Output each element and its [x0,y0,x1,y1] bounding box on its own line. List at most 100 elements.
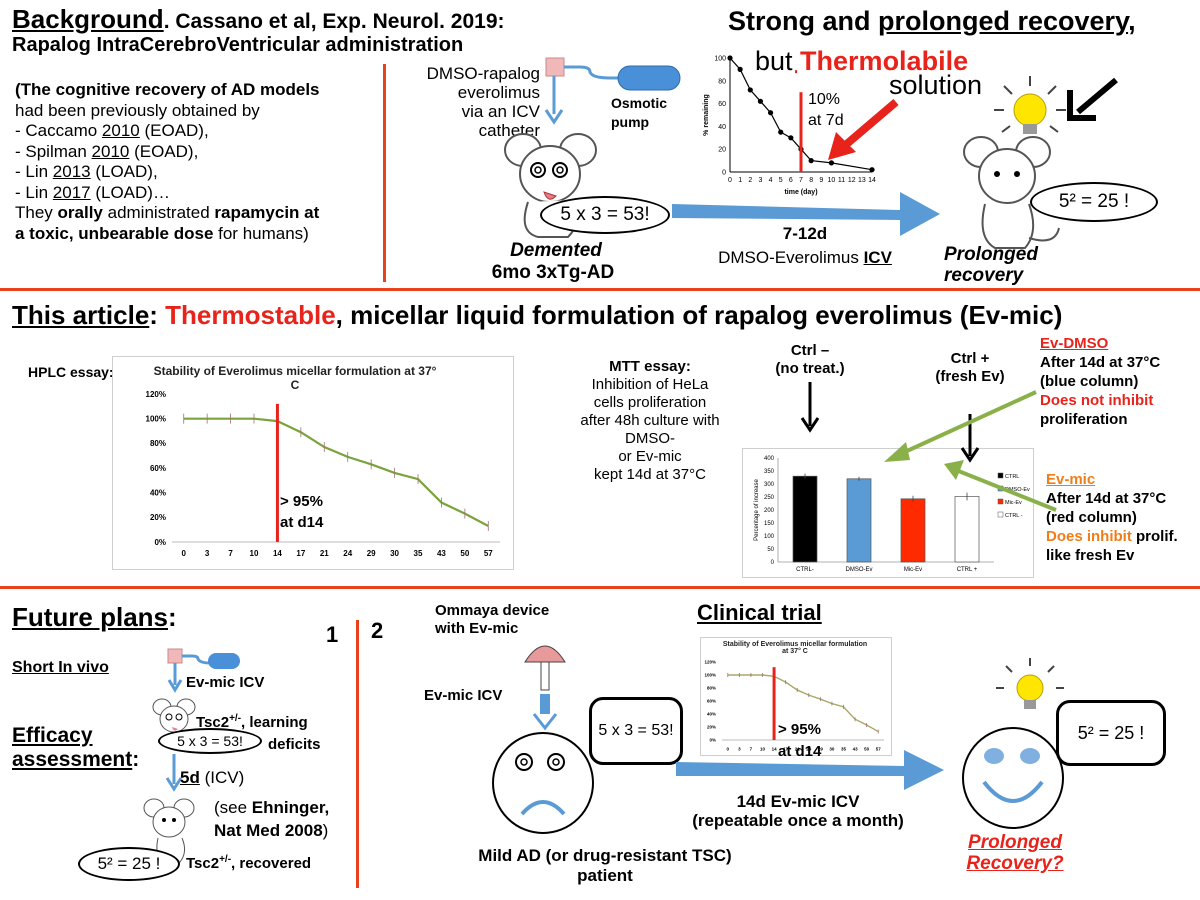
mtt-chart-panel [742,448,1034,578]
treatment-arrow-icon [672,192,940,236]
y-tick-label: 40% [150,488,166,497]
hplc-label: HPLC essay: [28,364,114,380]
x-tick-label: 30 [390,549,399,558]
x-tick-label: 12 [848,177,856,184]
legend-swatch [997,511,1004,518]
sad-face-icon [492,732,594,834]
y-tick-label: 60% [150,464,166,473]
y-tick-label: 0 [771,560,775,566]
x-tick-label: 24 [343,549,352,558]
y-tick-label: 80% [150,439,166,448]
study-item: - Lin 2013 (LOAD), [15,162,158,181]
black-arrow-icon [1067,77,1118,121]
sad-speech-bubble: 5 x 3 = 53! [589,697,683,765]
day14-marker [275,403,279,542]
legend-label: CTRL - [1005,513,1023,519]
ctrl-negative-arrow-icon [800,382,820,433]
deficit-speech-bubble: 5 x 3 = 53! [158,728,262,754]
x-tick-label: 5 [779,177,783,184]
study-item: - Spilman 2010 (EOAD), [15,141,199,161]
mtt-description: MTT essay: Inhibition of HeLa cells prol… [580,358,720,483]
osmotic-pump-icon [544,57,681,125]
happy-speech-bubble: 5² = 25 ! [1056,700,1166,766]
x-tick-label: 17 [783,747,789,752]
article-title: This article: Thermostable, micellar liq… [12,300,1063,330]
x-tick-label: 29 [818,747,824,752]
ev-dmso-arrow-icon [884,390,1037,462]
x-tick-label: 24 [806,747,812,752]
x-tick-label: CTRL- [796,567,814,573]
x-tick-label: DMSO-Ev [846,567,873,573]
x-tick-label: 29 [367,549,376,558]
patient-label: Mild AD (or drug-resistant TSC) patient [478,846,732,885]
legend-label: CTRL [1005,474,1019,480]
legend-label: DMSO-Ev [1005,487,1030,493]
prior-studies-note: (The cognitive recovery of AD models had… [15,80,385,244]
mini-pump-icon [167,648,240,693]
inset-chart-title: Stability of Everolimus micellar formula… [722,641,868,655]
x-tick-label: 10 [828,177,836,184]
x-tick-label: 21 [320,549,329,558]
x-tick-label: 57 [484,549,493,558]
x-tick-label: 0 [728,177,732,184]
tsc-recovered-label: Tsc2+/-, recovered [186,854,312,872]
bar [900,498,926,563]
x-tick-label: 50 [460,549,469,558]
x-tick-label: 7 [750,747,753,752]
ev-dmso-note: Ev-DMSO After 14d at 37°C (blue column) … [1040,335,1161,428]
x-tick-label: 57 [876,747,882,752]
bar [792,475,818,563]
stability-line [727,674,879,733]
small-demented-mouse-icon [152,698,196,733]
y-tick-label: 100 [714,56,726,63]
y-tick-label: 120% [704,660,716,665]
background-divider [383,64,386,282]
ev-mic-arrow-icon [944,460,1057,512]
y-axis-label: Percentage of increase [754,478,760,540]
treatment-drug: DMSO-Everolimus ICV [718,248,892,267]
recovered-mouse-icon [963,136,1060,249]
x-tick-label: 35 [841,747,847,752]
y-tick-label: 150 [764,521,775,527]
step-number-2: 2 [371,618,384,643]
section-divider [0,586,1200,589]
y-tick-label: 100% [704,673,716,678]
ctrl-negative-label: Ctrl – (no treat.) [775,342,845,377]
clinical-treatment: 14d Ev-mic ICV (repeatable once a month) [692,792,904,830]
y-tick-label: 40% [707,712,716,717]
day14-marker [772,667,776,740]
x-tick-label: 0 [727,747,730,752]
y-tick-label: 0% [154,538,166,547]
day7-marker [799,92,803,172]
dose-label: 5d (ICV) [180,768,245,787]
solution-word: solution [889,70,983,100]
x-tick-label: 0 [181,549,186,558]
background-heading-line: Background. Cassano et al, Exp. Neurol. … [12,4,505,35]
ev-mic-note: Ev-mic After 14d at 37°C (red column) Do… [1046,471,1178,564]
y-tick-label: 0% [709,738,716,743]
y-tick-label: 20% [707,725,716,730]
x-tick-label: 8 [809,177,813,184]
x-tick-label: CTRL + [957,567,978,573]
hplc-chart-title: Stability of Everolimus micellar formula… [153,364,437,392]
y-tick-label: 400 [764,456,775,462]
study-item: - Caccamo 2010 (EOAD), [15,121,209,140]
small-recovered-mouse-icon [143,798,195,863]
down-arrow-icon [165,754,183,792]
x-tick-label: 2 [748,177,752,184]
x-tick-label: 14 [868,177,876,184]
ommaya-device-icon [524,645,566,731]
data-point [788,135,794,141]
y-tick-label: 0 [722,170,726,177]
short-in-vivo: Short In vivo [12,659,109,676]
inset-chart-panel [700,637,892,756]
y-tick-label: 50 [767,547,774,553]
data-point [869,167,875,173]
clinical-lightbulb-icon [996,658,1064,709]
red-arrow-icon [828,98,899,160]
future-ev-mic-icv: Ev-mic ICV [186,674,265,691]
data-point [808,158,814,164]
